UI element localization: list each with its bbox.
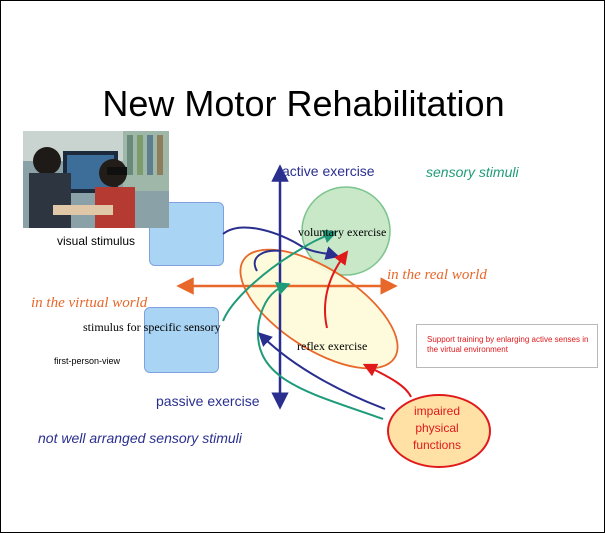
visual-stimulus-label: visual stimulus: [57, 234, 136, 248]
red-arrow-up: [323, 250, 349, 329]
active-exercise-label: active exercise: [282, 163, 375, 179]
green-long-arrow: [256, 281, 384, 420]
blue-short-arrow: [253, 249, 282, 272]
photo-image: [23, 131, 169, 228]
passive-exercise-label: passive exercise: [156, 393, 260, 409]
virtual-world-label: in the virtual world: [31, 295, 148, 311]
first-person-view-label: first-person-view: [54, 356, 121, 366]
first-person-view-box: [144, 307, 219, 373]
impaired-functions-ellipse: [387, 394, 491, 468]
photo-illustration: [23, 131, 169, 228]
support-note-box: Support training by enlarging active sen…: [416, 324, 598, 368]
voluntary-exercise-label: voluntary exercise: [298, 225, 387, 239]
real-world-label: in the real world: [387, 267, 487, 283]
not-well-arranged-label: not well arranged sensory stimuli: [38, 430, 242, 446]
sensory-stimuli-label: sensory stimuli: [426, 164, 519, 180]
reflex-exercise-label: reflex exercise: [297, 339, 368, 353]
red-lower-arrow: [362, 363, 412, 398]
navy-long-arrow: [257, 332, 386, 410]
slide-title: New Motor Rehabilitation: [102, 83, 505, 124]
green-arrow-left: [222, 229, 338, 322]
blue-curve-arrow: [222, 226, 340, 260]
impaired-functions-label: impaired physical functions: [412, 404, 462, 452]
stimulus-specific-label: stimulus for specific sensory: [83, 320, 221, 334]
support-note-text: Support training by enlarging active sen…: [427, 335, 589, 354]
